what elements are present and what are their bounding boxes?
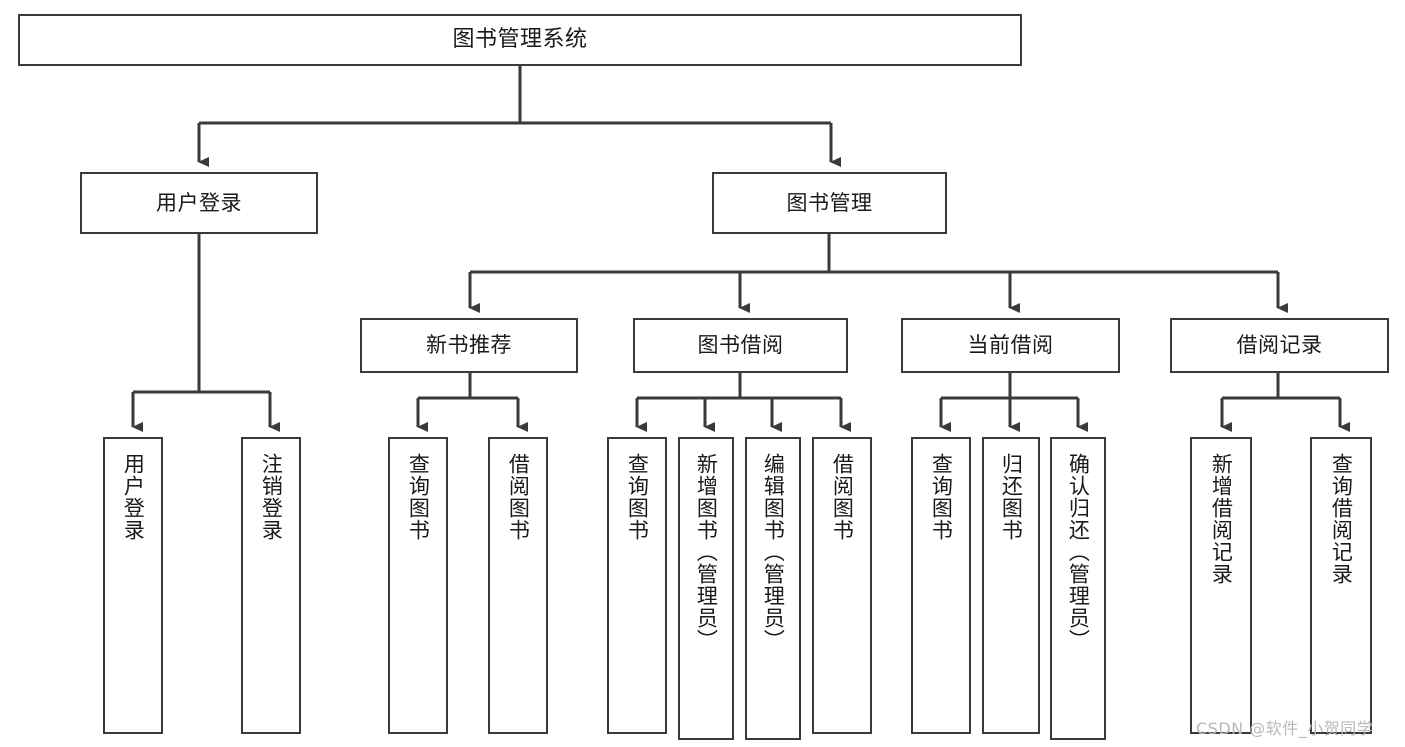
node-label: 注销登录: [259, 453, 284, 541]
leaf-add-book-admin[interactable]: 新增图书（管理员）: [678, 437, 734, 740]
node-new-book-recommend[interactable]: 新书推荐: [360, 318, 578, 373]
leaf-return-book[interactable]: 归还图书: [982, 437, 1040, 734]
node-book-borrow[interactable]: 图书借阅: [633, 318, 848, 373]
node-label: 编辑图书（管理员）: [761, 453, 786, 651]
node-label: 图书借阅: [697, 333, 784, 358]
leaf-add-borrow-record[interactable]: 新增借阅记录: [1190, 437, 1252, 734]
node-label: 查询图书: [406, 453, 431, 541]
leaf-borrow-book-recommend[interactable]: 借阅图书: [488, 437, 548, 734]
node-label: 新书推荐: [426, 333, 512, 358]
node-label: 当前借阅: [967, 333, 1054, 358]
leaf-query-book-borrow[interactable]: 查询图书: [607, 437, 667, 734]
csdn-watermark: CSDN @软件_小贺同学: [1196, 719, 1374, 738]
leaf-user-login[interactable]: 用户登录: [103, 437, 163, 734]
node-label: 用户登录: [156, 190, 242, 215]
node-label: 归还图书: [999, 453, 1024, 541]
leaf-edit-book-admin[interactable]: 编辑图书（管理员）: [745, 437, 801, 740]
leaf-query-borrow-record[interactable]: 查询借阅记录: [1310, 437, 1372, 734]
leaf-logout[interactable]: 注销登录: [241, 437, 301, 734]
node-label: 确认归还（管理员）: [1066, 453, 1091, 651]
node-label: 借阅图书: [830, 453, 855, 541]
node-user-login[interactable]: 用户登录: [80, 172, 318, 234]
node-current-borrow[interactable]: 当前借阅: [901, 318, 1120, 373]
node-label: 查询图书: [625, 453, 650, 541]
node-label: 图书管理系统: [452, 27, 588, 53]
node-label: 查询借阅记录: [1329, 453, 1354, 585]
node-book-management[interactable]: 图书管理: [712, 172, 947, 234]
node-borrow-record[interactable]: 借阅记录: [1170, 318, 1389, 373]
node-label: 新增图书（管理员）: [694, 453, 719, 651]
node-label: 借阅图书: [506, 453, 531, 541]
leaf-query-book-recommend[interactable]: 查询图书: [388, 437, 448, 734]
node-label: 借阅记录: [1236, 333, 1323, 358]
leaf-confirm-return-admin[interactable]: 确认归还（管理员）: [1050, 437, 1106, 740]
node-label: 查询图书: [929, 453, 954, 541]
node-label: 新增借阅记录: [1209, 453, 1234, 585]
node-label: 图书管理: [786, 190, 873, 215]
leaf-query-book-current[interactable]: 查询图书: [911, 437, 971, 734]
node-label: 用户登录: [121, 453, 146, 541]
leaf-borrow-book[interactable]: 借阅图书: [812, 437, 872, 734]
node-root-system[interactable]: 图书管理系统: [18, 14, 1022, 66]
